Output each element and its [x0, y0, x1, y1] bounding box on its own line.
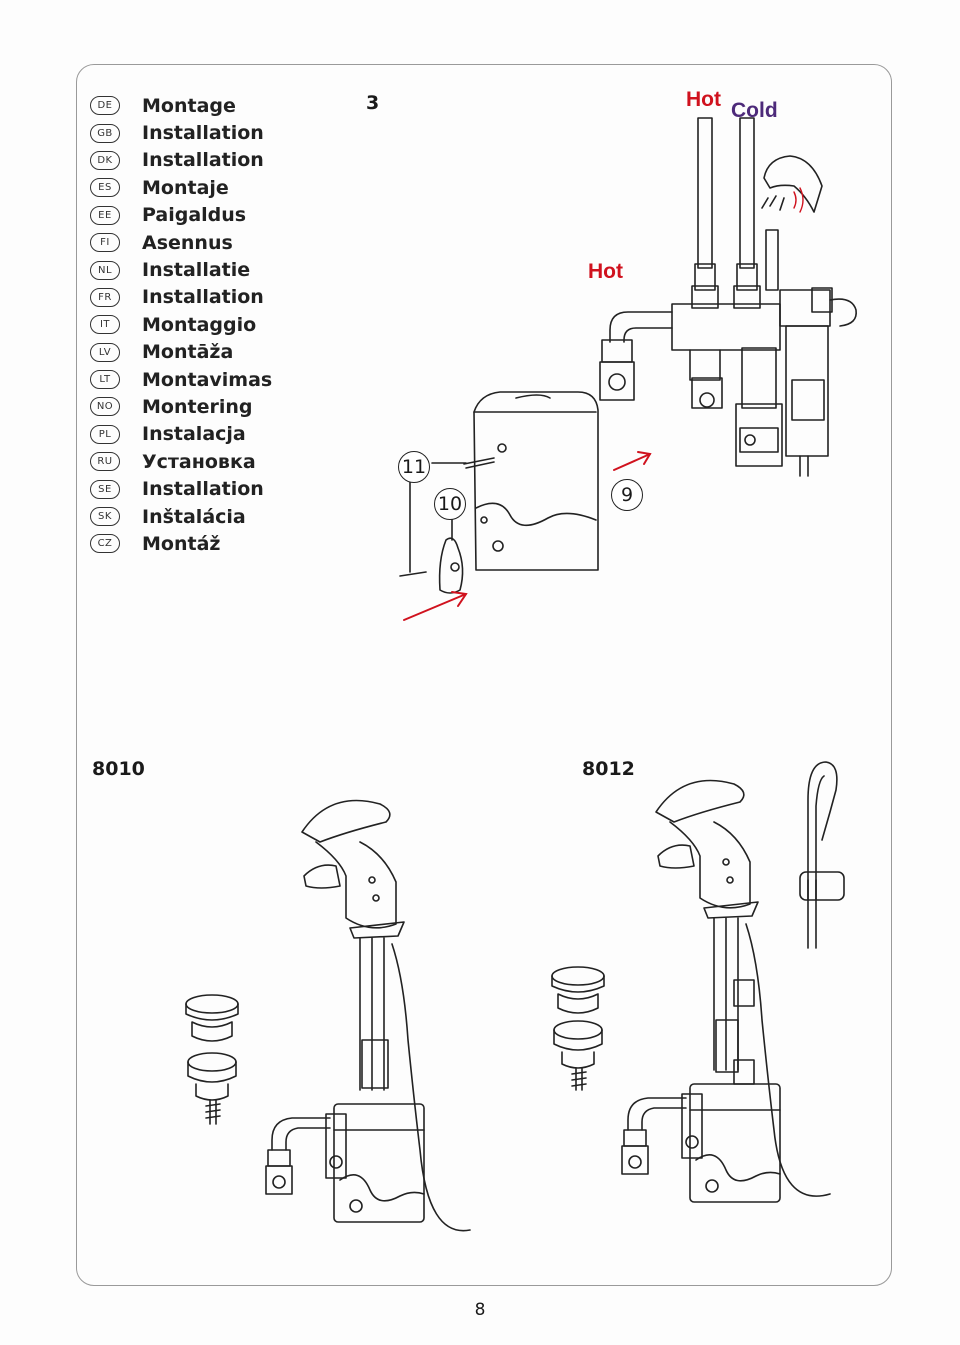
language-label: Montage — [142, 94, 236, 117]
mixing-block — [671, 303, 781, 409]
language-label: Paigaldus — [142, 204, 247, 227]
language-label: Montaggio — [142, 313, 257, 336]
language-label: Montering — [142, 395, 253, 418]
language-code-badge: FI — [90, 233, 120, 253]
language-code-badge: NO — [90, 397, 120, 417]
content-frame — [76, 64, 892, 1286]
language-code-badge: RU — [90, 452, 120, 472]
language-code-badge: SK — [90, 507, 120, 527]
language-label: Installation — [142, 122, 264, 145]
language-label: Installation — [142, 478, 264, 501]
hot-bend-pipe — [609, 311, 673, 343]
language-label: Установка — [142, 450, 256, 473]
callout-9: 9 — [611, 479, 643, 511]
language-code-badge: PL — [90, 424, 120, 444]
language-label: Instalacja — [142, 423, 246, 446]
language-label: Installation — [142, 149, 264, 172]
supply-pipes — [691, 117, 779, 309]
language-row: PL Instalacja — [90, 421, 272, 448]
language-label: Montáž — [142, 532, 221, 555]
language-code-badge: ES — [90, 178, 120, 198]
language-row: LT Montavimas — [90, 366, 272, 393]
language-row: SE Installation — [90, 475, 272, 502]
language-code-badge: LT — [90, 370, 120, 390]
language-label: Asennus — [142, 231, 233, 254]
electronics-cover — [473, 391, 599, 571]
language-row: IT Montaggio — [90, 311, 272, 338]
callout-10: 10 — [434, 488, 466, 520]
language-code-badge: EE — [90, 205, 120, 225]
language-row: SK Inštalácia — [90, 503, 272, 530]
language-code-badge: SE — [90, 479, 120, 499]
product-8010 — [185, 799, 471, 1232]
language-code-badge: LV — [90, 342, 120, 362]
language-row: DE Montage — [90, 92, 272, 119]
language-code-badge: NL — [90, 260, 120, 280]
language-label: Montaje — [142, 176, 229, 199]
language-row: RU Установка — [90, 448, 272, 475]
language-row: CZ Montáž — [90, 530, 272, 557]
language-row: NO Montering — [90, 393, 272, 420]
model-8012-label: 8012 — [582, 758, 635, 780]
language-code-badge: DK — [90, 150, 120, 170]
language-row: DK Installation — [90, 147, 272, 174]
language-row: GB Installation — [90, 119, 272, 146]
language-row: FI Asennus — [90, 229, 272, 256]
language-code-badge: FR — [90, 287, 120, 307]
language-label: Montāža — [142, 341, 234, 364]
language-code-badge: GB — [90, 123, 120, 143]
language-code-badge: IT — [90, 315, 120, 335]
language-label: Installation — [142, 286, 264, 309]
language-label: Inštalácia — [142, 505, 246, 528]
language-row: ES Montaje — [90, 174, 272, 201]
language-row: NL Installatie — [90, 256, 272, 283]
product-8012 — [551, 761, 845, 1203]
step-number: 3 — [366, 92, 380, 114]
language-label: Installatie — [142, 259, 251, 282]
language-row: EE Paigaldus — [90, 202, 272, 229]
callout-11: 11 — [398, 451, 430, 483]
language-row: LV Montāža — [90, 339, 272, 366]
model-8010-label: 8010 — [92, 758, 145, 780]
language-code-badge: CZ — [90, 534, 120, 554]
language-row: FR Installation — [90, 284, 272, 311]
page-number: 8 — [474, 1300, 486, 1320]
cold-label-top: Cold — [731, 99, 778, 122]
language-code-badge: DE — [90, 96, 120, 116]
solenoid-valve — [735, 287, 857, 477]
language-label: Montavimas — [142, 368, 273, 391]
hot-label-top: Hot — [686, 88, 721, 111]
hot-label-side: Hot — [588, 260, 623, 283]
